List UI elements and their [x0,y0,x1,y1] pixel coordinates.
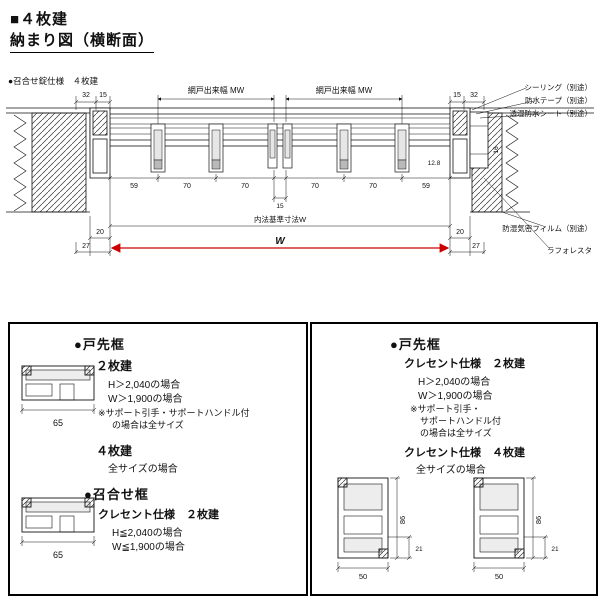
dim-label: 21 [415,546,423,553]
interlock-stiles [150,123,410,173]
annotation-breathable-sheet: 透湿防水シート（別途） [510,108,593,118]
condition-text: H＞2,040の場合 [418,377,491,388]
dim-label: 32 [82,92,90,99]
note-text: ※サポート引手・ [410,404,481,414]
dim-label: 15 [453,92,461,99]
dim-label: 50 [359,572,367,581]
variant-label: クレセント仕様 ２枚建 [404,358,525,370]
interlock-stile [336,123,352,173]
dim-label: 65 [53,550,63,560]
dim-label: 70 [183,183,191,190]
frame-section-drawing: 65 [19,497,97,560]
dim-label: 15 [276,203,284,210]
dim-label: 32 [470,92,478,99]
condition-text: W≦1,900の場合 [112,542,185,553]
right-jamb [449,107,489,179]
condition-text: H＞2,040の場合 [108,380,181,391]
dim-label: 70 [241,183,249,190]
condition-text: H≦2,040の場合 [112,528,183,539]
detail-box-tosaki: ●戸先框 ２枚建 H＞2,040の場合 W＞1,900の場合 ※サポート引手・サ… [8,322,308,596]
insulation-zigzag [13,114,27,212]
annotation-laforesta: ラフォレスタ [547,246,592,255]
inner-dim-label: 内法基準寸法W [254,214,307,224]
spec-label: ●召合せ錠仕様 ４枚建 [8,76,99,86]
note-text: の場合は全サイズ [420,428,492,438]
left-wall-section [6,107,90,213]
dim-label: 50 [495,572,503,581]
dim-label: 70 [311,183,319,190]
window-frame-band [89,107,471,147]
dim-label: 86 [534,516,543,524]
section-heading: ●戸先框 [74,337,125,352]
annotation-vapor-film: 防湿気密フィルム（別途） [502,223,592,233]
frame-section-drawing: 86 21 50 [471,475,559,581]
dim-label: 15 [99,92,107,99]
insulation-zigzag [505,114,519,212]
detail-box-crescent: ●戸先框 クレセント仕様 ２枚建 H＞2,040の場合 W＞1,900の場合 ※… [310,322,598,596]
dim-label: 59 [422,183,430,190]
top-dimensions [73,95,487,124]
screen-width-label: 網戸出来幅 MW [316,85,373,95]
right-wall-section [470,107,594,213]
annotation-waterproof-tape: 防水テープ（別途） [525,95,592,105]
condition-text: W＞1,900の場合 [108,394,183,405]
condition-text: W＞1,900の場合 [418,391,493,402]
page-title: ■４枚建 [10,11,69,28]
section-heading: ●召合せ框 [84,487,149,502]
variant-label: クレセント仕様 ４枚建 [404,447,525,459]
condition-text: 全サイズの場合 [108,464,178,475]
dim-label: 20 [456,229,464,236]
frame-section-drawing: 65 [19,365,97,428]
variant-label: ４枚建 [96,444,133,458]
header: ■４枚建 納まり図（横断面） [10,8,155,53]
note-text: ※サポート引手・サポートハンドル付 [98,408,250,418]
variant-label: ２枚建 [96,359,133,373]
section-heading: ●戸先框 [390,337,441,352]
w-label: W [275,236,286,247]
screen-width-label: 網戸出来幅 MW [188,85,245,95]
dim-label: 86 [398,516,407,524]
annotation-sealing: シーリング（別途） [525,82,593,92]
variant-label: クレセント仕様 ２枚建 [98,509,219,521]
dim-label: 59 [130,183,138,190]
interlock-stile [150,123,166,173]
dim-label: 27 [472,243,480,250]
left-jamb [89,107,111,179]
dim-label: 65 [53,418,63,428]
bottom-dimensions [73,182,487,256]
interlock-stile [208,123,224,173]
frame-section-drawing: 86 21 50 [335,475,423,581]
note-text: サポートハンドル付 [420,416,502,426]
middle-dimensions [107,170,453,202]
condition-text: 全サイズの場合 [416,465,486,476]
meeting-stile-pair [267,123,293,169]
dim-label: 27 [82,243,90,250]
dim-label: 21 [551,546,559,553]
note-text: の場合は全サイズ [112,420,184,430]
annotation-leaders [471,87,551,250]
dim-label: 70 [369,183,377,190]
page-subtitle: 納まり図（横断面） [10,29,155,53]
main-cross-section-drawing: ●召合せ錠仕様 ４枚建 [6,76,594,256]
dim-label: 12.8 [428,160,441,167]
dim-label: 16 [493,146,500,154]
interlock-stile [394,123,410,173]
dim-label: 20 [96,229,104,236]
